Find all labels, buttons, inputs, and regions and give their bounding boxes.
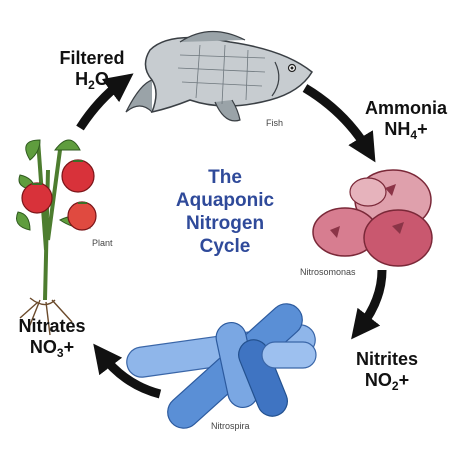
ammonia-word: Ammonia bbox=[364, 98, 447, 118]
diagram-title: The Aquaponic Nitrogen Cycle bbox=[150, 166, 300, 258]
nitrites-label: Nitrites NO2+ bbox=[342, 349, 432, 393]
fish-caption: Fish bbox=[266, 118, 284, 128]
title-line-4: Cycle bbox=[199, 236, 251, 257]
arrow-fish-to-nitrosomonas bbox=[302, 84, 376, 163]
title-line-2: Aquaponic bbox=[175, 190, 275, 211]
water-formula: H2O bbox=[75, 69, 109, 92]
arrow-nitrosomonas-to-nitrospira bbox=[351, 269, 387, 340]
nitrates-word: Nitrates bbox=[18, 316, 86, 336]
ammonia-formula: NH4+ bbox=[384, 119, 428, 142]
nitrosomonas-caption: Nitrosomonas bbox=[300, 267, 356, 277]
arrow-plant-to-fish bbox=[76, 73, 134, 131]
plant-caption: Plant bbox=[92, 238, 113, 248]
plant-illustration bbox=[16, 139, 97, 336]
nitrites-word: Nitrites bbox=[355, 349, 418, 369]
nitrosomonas-illustration bbox=[312, 169, 433, 267]
nitrates-formula: NO3+ bbox=[29, 337, 75, 360]
nitrospira-caption: Nitrospira bbox=[211, 421, 250, 431]
filtered-water-label: Filtered H2O bbox=[50, 48, 134, 92]
title-line-1: The bbox=[208, 167, 242, 188]
nitrates-label: Nitrates NO3+ bbox=[8, 316, 96, 360]
nitrites-formula: NO2+ bbox=[364, 370, 410, 393]
title-line-3: Nitrogen bbox=[185, 213, 265, 234]
filtered-word: Filtered bbox=[59, 48, 125, 68]
fish-illustration bbox=[125, 30, 313, 122]
ammonia-label: Ammonia NH4+ bbox=[358, 98, 454, 142]
arrow-nitrospira-to-plant bbox=[93, 343, 162, 399]
nitrospira-illustration bbox=[126, 303, 317, 429]
